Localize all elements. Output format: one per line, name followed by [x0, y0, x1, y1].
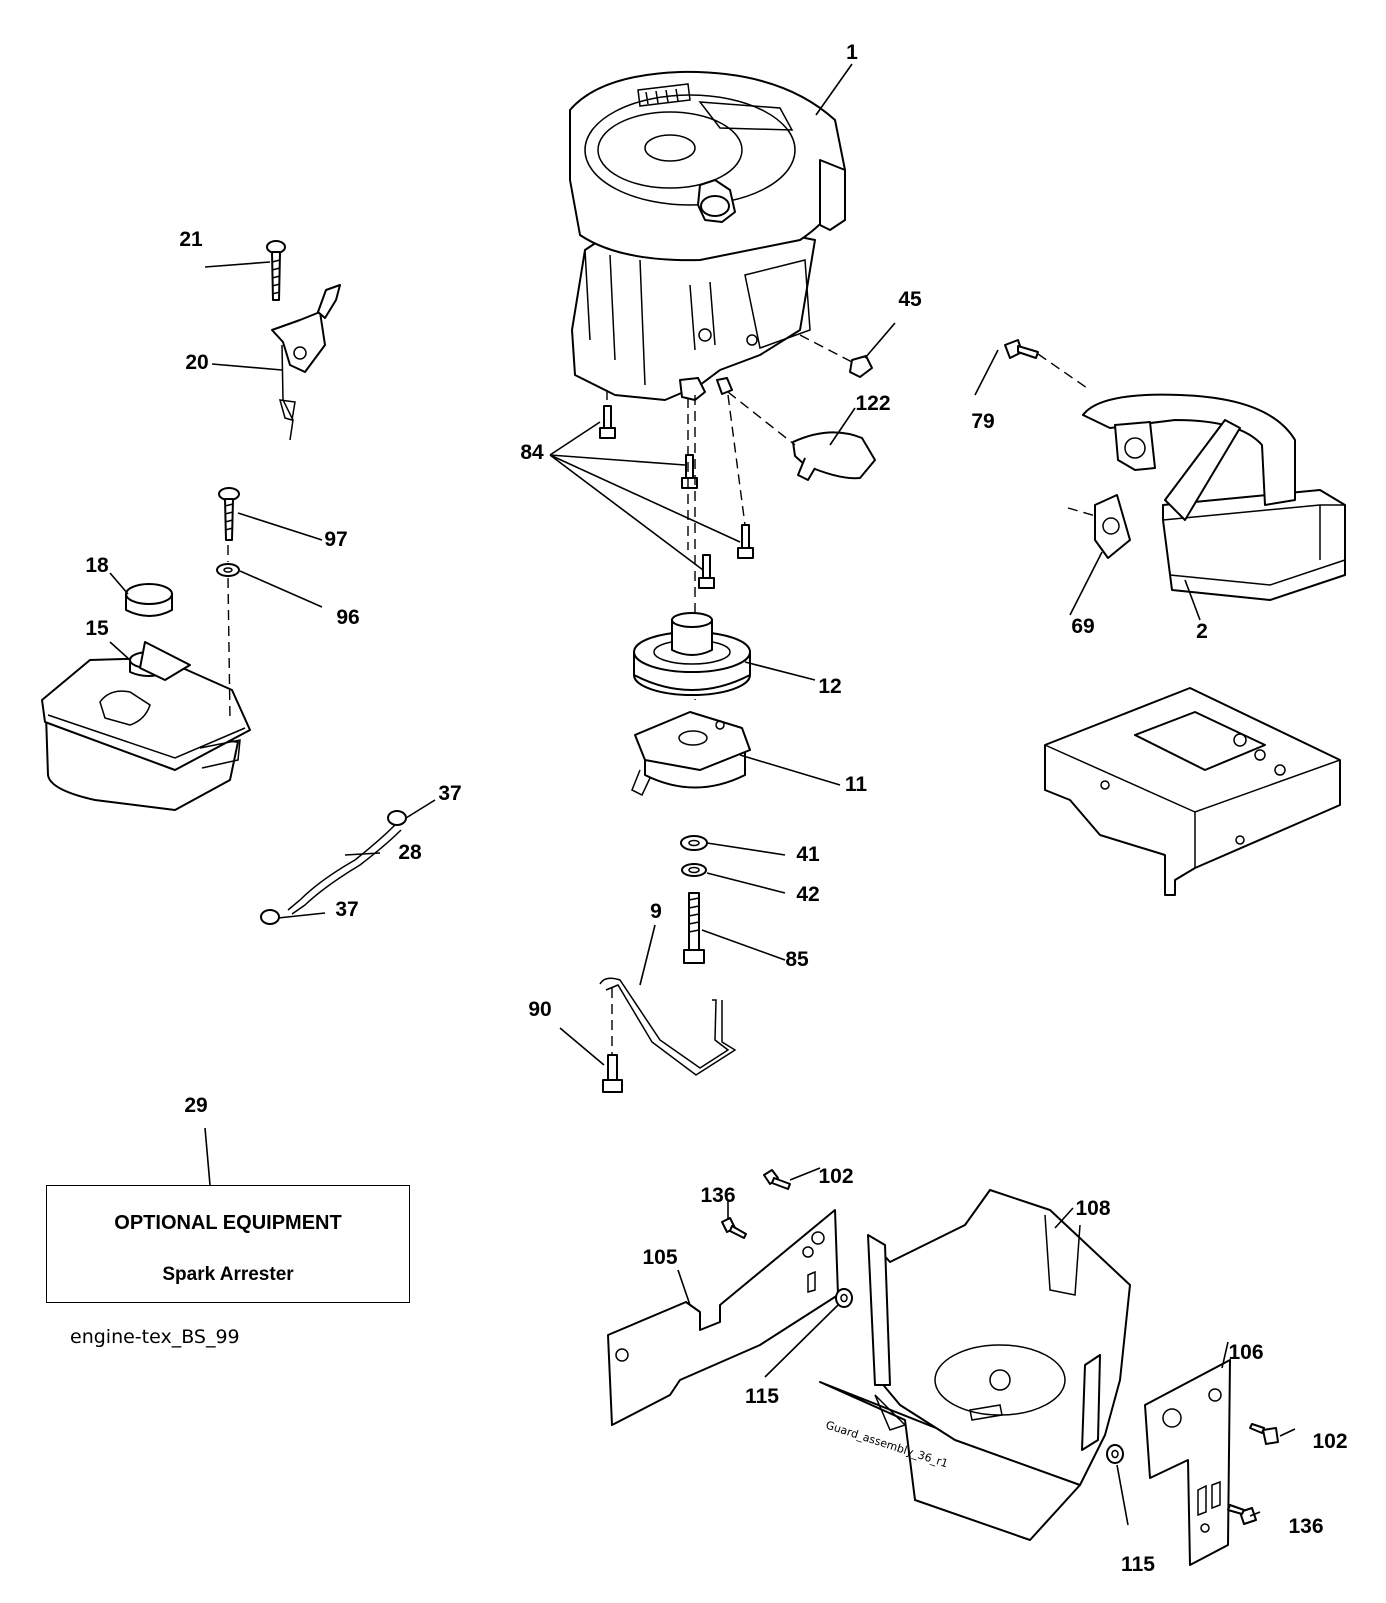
screw-part-136a[interactable]: [721, 1217, 747, 1239]
callout-108: 108: [1075, 1197, 1111, 1220]
bolt-part-85[interactable]: [683, 892, 705, 964]
callout-18: 18: [85, 554, 109, 577]
callout-79: 79: [971, 410, 995, 433]
fuel-cap-part-18[interactable]: [125, 583, 173, 617]
lock-washer-part-42[interactable]: [681, 863, 707, 877]
screw-part-79[interactable]: [1004, 339, 1039, 359]
callout-28: 28: [398, 841, 422, 864]
callout-41: 41: [796, 843, 820, 866]
callout-102-top: 102: [818, 1165, 854, 1188]
callout-97: 97: [324, 528, 348, 551]
hose-clamp-part-37a[interactable]: [387, 810, 407, 826]
callout-102-bottom: 102: [1312, 1430, 1348, 1453]
washer-part-115b[interactable]: [1106, 1444, 1124, 1464]
engine-mounting-plate[interactable]: [1044, 687, 1341, 896]
callout-69: 69: [1071, 615, 1095, 638]
callout-1: 1: [846, 41, 858, 64]
throttle-control-part-20[interactable]: [271, 284, 341, 441]
diagram-code: engine-tex_BS_99: [70, 1326, 240, 1348]
clutch-part-11[interactable]: [631, 711, 751, 797]
fuel-hose-part-28[interactable]: [287, 824, 402, 915]
callout-12: 12: [818, 675, 842, 698]
washer-part-96[interactable]: [216, 563, 240, 577]
screw-part-97[interactable]: [218, 487, 240, 541]
callout-9: 9: [650, 900, 662, 923]
callout-105: 105: [642, 1246, 678, 1269]
spark-arrester-label: Spark Arrester: [162, 1264, 294, 1285]
callout-96: 96: [336, 606, 360, 629]
plate-part-106[interactable]: [1144, 1359, 1231, 1566]
callout-21: 21: [179, 228, 203, 251]
washer-part-115a[interactable]: [835, 1288, 853, 1308]
callout-84: 84: [520, 441, 544, 464]
callout-37-bottom: 37: [335, 898, 359, 921]
plate-part-105[interactable]: [607, 1209, 839, 1426]
optional-equipment-box: OPTIONAL EQUIPMENT Spark Arrester: [46, 1185, 410, 1303]
callout-15: 15: [85, 617, 109, 640]
callout-136-bottom: 136: [1288, 1515, 1324, 1538]
callout-106: 106: [1228, 1341, 1264, 1364]
guard-assembly-part-108[interactable]: [819, 1189, 1131, 1541]
washer-part-41[interactable]: [680, 835, 708, 851]
callout-85: 85: [785, 948, 809, 971]
gasket-part-69[interactable]: [1094, 494, 1131, 559]
screw-part-136b[interactable]: [1227, 1504, 1257, 1525]
callout-136-top: 136: [700, 1184, 736, 1207]
callout-11: 11: [844, 773, 868, 796]
engine-part-1[interactable]: [569, 70, 846, 401]
bracket-part-9[interactable]: [599, 977, 737, 1076]
callout-90: 90: [528, 998, 552, 1021]
callout-20: 20: [185, 351, 209, 374]
screw-part-102b[interactable]: [1249, 1423, 1279, 1445]
callout-42: 42: [796, 883, 820, 906]
callout-115-left: 115: [745, 1385, 779, 1408]
callout-45: 45: [898, 288, 922, 311]
hose-clamp-part-37b[interactable]: [260, 909, 280, 925]
callout-122: 122: [855, 392, 891, 415]
callout-37-top: 37: [438, 782, 462, 805]
screw-part-21[interactable]: [266, 240, 286, 301]
callout-29: 29: [184, 1094, 208, 1117]
leader-lines: [109, 63, 1296, 1526]
deflector-part-122[interactable]: [792, 431, 876, 481]
bolt-part-84[interactable]: [599, 405, 754, 589]
pulley-part-12[interactable]: [633, 612, 751, 696]
screw-part-102a[interactable]: [763, 1169, 791, 1190]
callout-115-right: 115: [1121, 1553, 1155, 1576]
optional-equipment-title: OPTIONAL EQUIPMENT: [114, 1212, 342, 1234]
bolt-part-90[interactable]: [602, 1054, 623, 1093]
nut-part-45[interactable]: [849, 355, 873, 378]
fuel-tank-part-15[interactable]: [41, 641, 251, 811]
exhaust-pipe-gasket[interactable]: [1114, 421, 1156, 471]
callout-2: 2: [1196, 620, 1208, 643]
